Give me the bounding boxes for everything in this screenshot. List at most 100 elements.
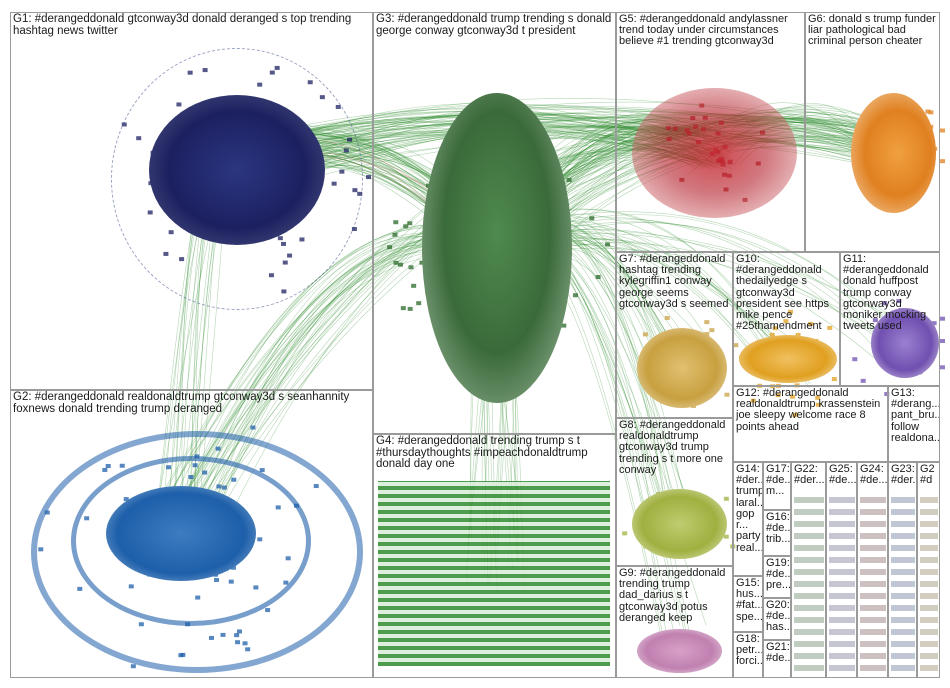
group-g9-label: G9: #derangeddonald trending trump dad_d… [619,567,726,624]
group-g10-cluster [739,335,837,383]
group-g18[interactable]: G18: petr... forci... [733,632,763,678]
group-g9[interactable]: G9: #derangeddonald trending trump dad_d… [616,566,733,678]
node-marker [940,316,945,321]
group-g13-label: G13: #derang... pant_bru... follow reald… [891,387,940,444]
group-g11[interactable]: G11: #derangeddonald donald huffpost tru… [840,252,940,386]
group-g25[interactable]: G25: #de... [826,462,857,678]
group-g14[interactable]: G14: #der... trump laral... gop r... par… [733,462,763,576]
group-g19-label: G19: #de... pre... [766,557,791,592]
node-marker [795,332,801,337]
node-marker [407,221,413,226]
node-marker [416,301,422,306]
group-g2-ring-outer [31,431,363,673]
node-marker [605,242,611,247]
node-marker [772,326,778,331]
node-marker [769,332,775,337]
node-marker [775,393,781,398]
node-marker [787,309,793,314]
group-g16-label: G16: #de... trib... [766,511,791,546]
node-marker [896,299,902,304]
group-g16[interactable]: G16: #de... trib... [763,510,791,556]
group-g15-label: G15: hus... #fat... spe... [736,577,763,623]
group-g11-cluster [871,308,939,378]
group-g1[interactable]: G1: #derangeddonald gtconway3d donald de… [10,12,373,390]
node-marker [408,265,414,270]
node-marker [366,175,372,180]
group-g15[interactable]: G15: hus... #fat... spe... [733,576,763,632]
group-g8-label: G8: #derangeddonald realdonaldtrump gtco… [619,419,726,476]
node-marker [931,321,937,326]
node-marker [250,425,256,430]
group-g2x-label: G2 #d [920,463,935,487]
group-g6-cluster [851,93,936,213]
group-g8[interactable]: G8: #derangeddonald realdonaldtrump gtco… [616,418,733,566]
node-marker [403,224,409,229]
group-g7-label: G7: #derangeddonald hashtag trending kyl… [619,253,729,310]
node-marker [860,378,866,383]
group-g3-cluster [422,93,572,403]
group-g4[interactable]: G4: #derangeddonald trending trump s t #… [373,434,616,678]
node-marker [393,220,399,225]
node-marker [400,306,406,311]
node-marker [595,275,601,280]
node-marker [392,232,398,237]
group-g22[interactable]: G22: #der... [791,462,826,678]
group-g2-label: G2: #derangeddonald realdonaldtrump gtco… [13,391,350,415]
node-marker [792,412,798,417]
group-g24-label: G24: #de... [860,463,888,487]
group-g5[interactable]: G5: #derangeddonald andylassner trend to… [616,12,805,252]
node-marker [723,534,729,539]
node-marker [750,398,756,403]
group-g8-cluster [632,489,727,559]
group-g17[interactable]: G17: #de... m... [763,462,791,510]
group-g25-label: G25: #de... [829,463,857,487]
group-g3[interactable]: G3: #derangeddonald trump trending s don… [373,12,616,434]
group-g2[interactable]: G2: #derangeddonald realdonaldtrump gtco… [10,390,373,678]
node-marker [130,664,136,669]
group-g5-cluster [632,88,797,218]
group-g21-label: G21: #de... [766,641,791,665]
group-g14-label: G14: #der... trump laral... gop r... par… [736,463,763,554]
node-marker [709,328,715,333]
group-g18-label: G18: petr... forci... [736,633,763,668]
group-g23-nodes [891,491,915,671]
node-marker [723,496,729,501]
group-g6[interactable]: G6: donald s trump funder liar pathologi… [805,12,940,252]
node-marker [664,316,670,321]
node-marker [393,260,399,265]
group-g6-label: G6: donald s trump funder liar pathologi… [808,13,936,48]
node-marker [940,339,945,344]
group-g24-nodes [860,491,886,671]
group-g2-ring-mid [71,456,311,626]
group-g2x[interactable]: G2 #d [917,462,940,678]
group-g10[interactable]: G10: #derangeddonald thedailyedge s gtco… [733,252,840,386]
group-g12[interactable]: G12: #derangeddonald realdonaldtrump kra… [733,386,888,462]
group-g7[interactable]: G7: #derangeddonald hashtag trending kyl… [616,252,733,418]
node-marker [622,531,628,536]
group-g21[interactable]: G21: #de... [763,640,791,678]
group-g23-label: G23: #der... [891,463,916,487]
node-marker [704,320,710,325]
group-g19[interactable]: G19: #de... pre... [763,556,791,598]
group-g20[interactable]: G20: #de... has... [763,598,791,640]
group-g22-label: G22: #der... [794,463,825,487]
node-marker [882,301,888,306]
group-g5-label: G5: #derangeddonald andylassner trend to… [619,13,788,48]
node-marker [815,395,821,400]
node-marker [572,293,578,298]
group-g3-label: G3: #derangeddonald trump trending s don… [376,13,612,37]
node-marker [411,283,417,288]
node-marker [815,402,821,407]
node-marker [940,128,945,133]
node-marker [925,109,931,114]
group-g2x-nodes [920,491,938,671]
node-marker [827,325,833,330]
node-marker [724,392,730,397]
group-g23[interactable]: G23: #der... [888,462,917,678]
node-marker [928,110,934,115]
group-g24[interactable]: G24: #de... [857,462,888,678]
node-marker [831,377,837,382]
group-g13[interactable]: G13: #derang... pant_bru... follow reald… [888,386,940,462]
node-marker [808,321,814,326]
